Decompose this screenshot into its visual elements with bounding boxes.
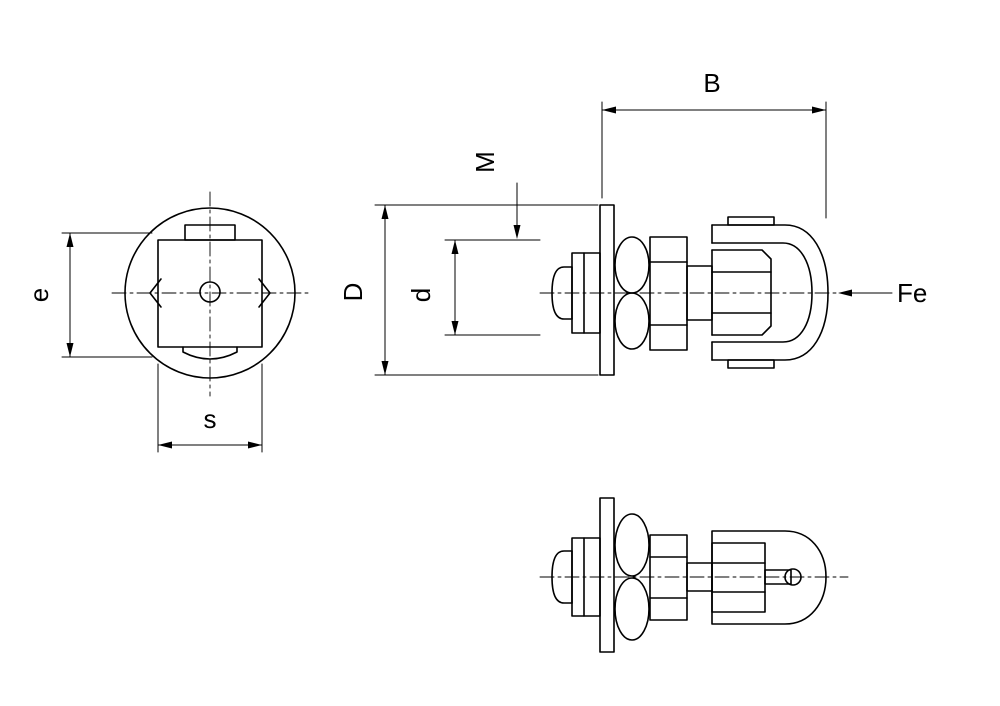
label-d: d (406, 288, 436, 302)
arrow-s-left (158, 441, 172, 449)
yoke-inner (711, 242, 813, 343)
arrow-B-right (812, 106, 826, 114)
front-view (111, 191, 309, 397)
hinge-pin-shaft (764, 569, 792, 585)
label-s: s (204, 404, 217, 434)
nut-corner-right (258, 278, 271, 308)
side-view (539, 204, 853, 376)
yoke-bottom-tab (727, 359, 775, 369)
mounting-plate-top-view (599, 497, 615, 653)
rod-dome-end (551, 266, 573, 320)
yoke-top-view-outline (711, 530, 827, 625)
arrow-e-down (66, 343, 74, 357)
spring-washer-top (614, 236, 650, 294)
yoke-captive-nut (711, 249, 772, 336)
label-D: D (338, 283, 368, 302)
spring-washer-bottom (614, 577, 650, 641)
arrow-d-down (451, 321, 459, 335)
dimension-e (61, 232, 153, 358)
arrow-D-up (381, 205, 389, 219)
dimension-D (374, 204, 599, 376)
arrow-Fe-left (838, 289, 852, 297)
hex-nut-top-view (649, 534, 688, 621)
dimension-B (601, 101, 827, 219)
arrow-B-left (602, 106, 616, 114)
arrow-d-up (451, 240, 459, 254)
label-Fe: Fe (897, 278, 927, 308)
label-M: M (470, 151, 500, 173)
rod-dome-end (551, 550, 573, 604)
label-B: B (703, 68, 720, 98)
yoke-top-tab (727, 216, 775, 226)
label-e: e (24, 288, 54, 302)
center-hole (199, 281, 221, 303)
nut-corner-left (149, 278, 162, 308)
spring-washer-bottom (614, 292, 650, 350)
dimension-labels: e s B M D d Fe (24, 68, 927, 434)
arrow-s-right (248, 441, 262, 449)
arrow-M-down (513, 225, 521, 239)
spring-washer-top (614, 513, 650, 577)
washer-outline-circle (124, 207, 296, 379)
mounting-plate-side (599, 204, 615, 376)
drawing-lines (61, 101, 893, 653)
bracket-top-tab-front (184, 224, 236, 241)
top-view (539, 497, 849, 653)
yoke-outer (711, 224, 829, 361)
bracket-bottom-bend-front (182, 346, 238, 360)
dimension-d (444, 239, 541, 336)
arrow-D-down (381, 361, 389, 375)
arrow-e-up (66, 233, 74, 247)
dimension-s (157, 363, 263, 453)
hinge-pin-ball-end (784, 568, 802, 586)
yoke-captive-nut-top-view (711, 542, 766, 613)
hex-nut-side (649, 236, 688, 351)
arrowheads (66, 106, 852, 449)
